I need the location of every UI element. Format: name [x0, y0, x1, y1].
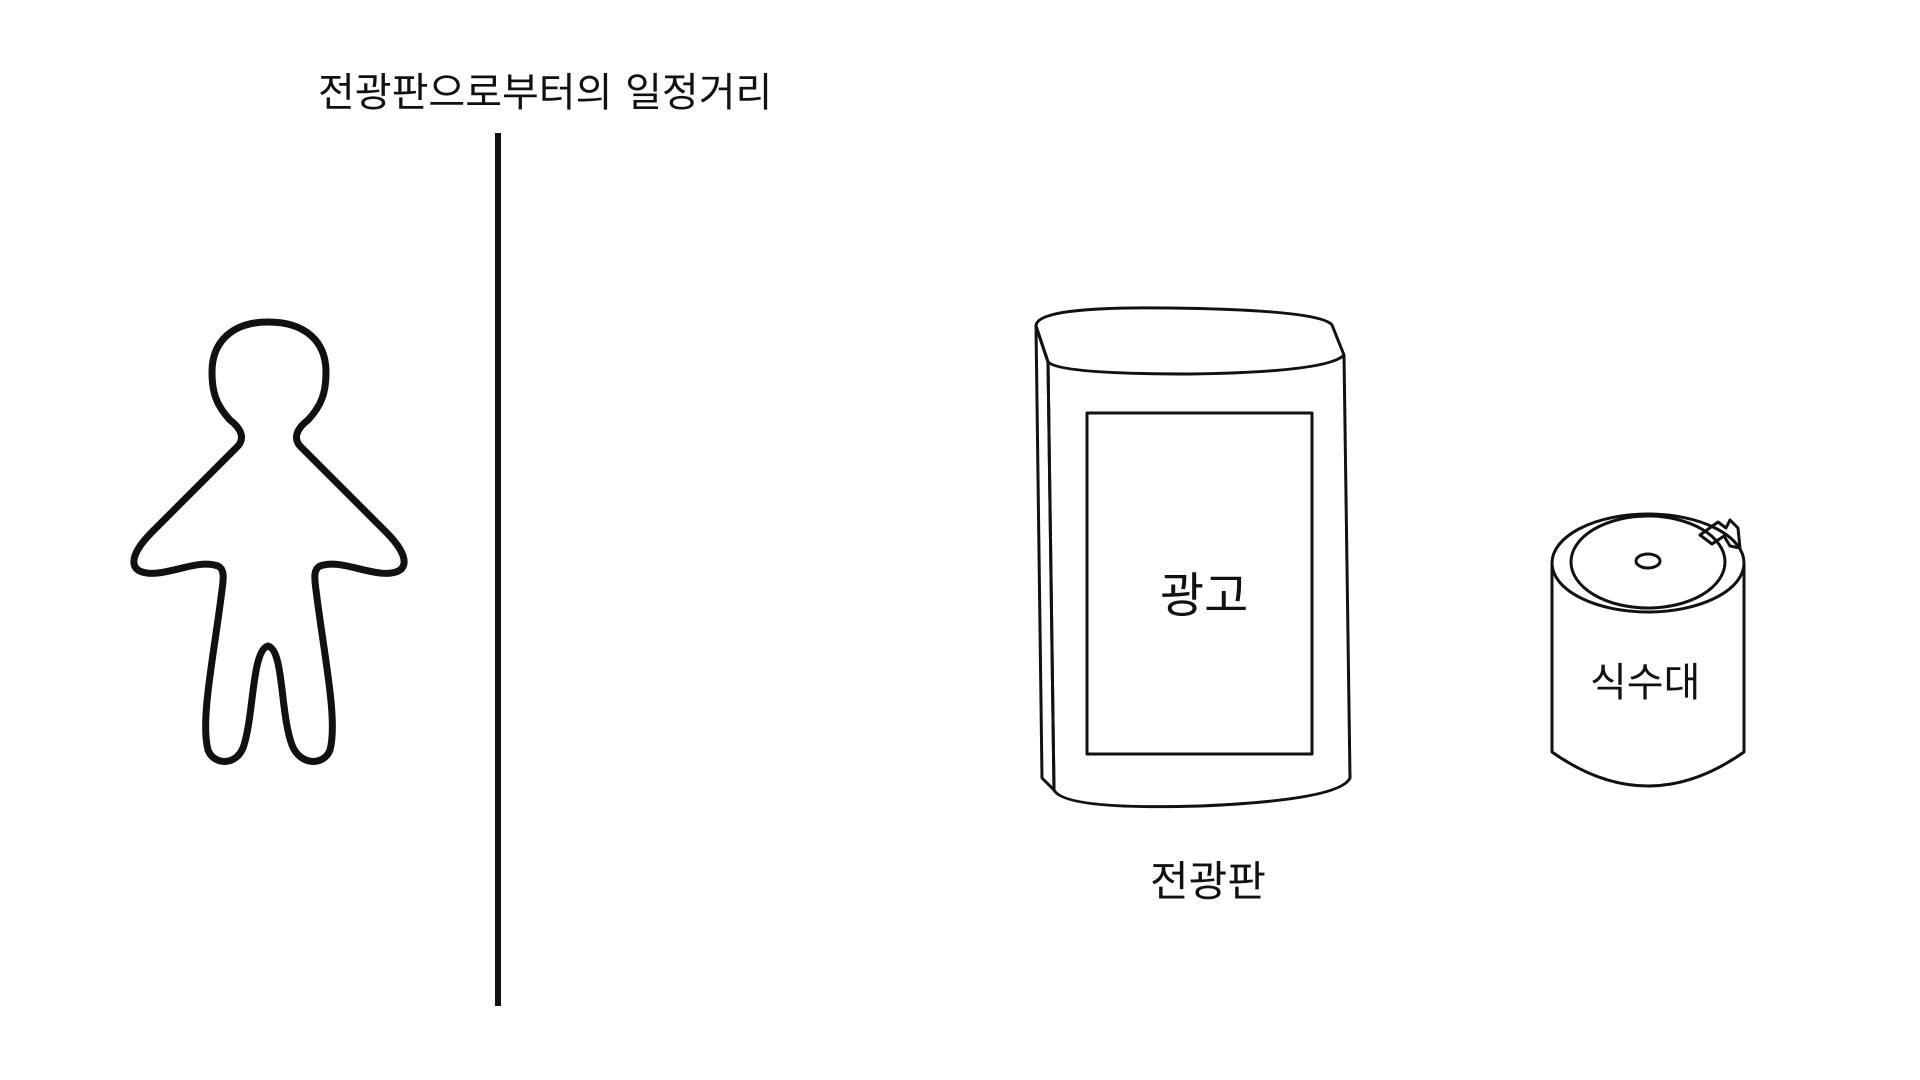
billboard-icon: [1034, 306, 1352, 809]
fountain-label: 식수대: [1590, 660, 1701, 706]
person-outline-icon: [130, 318, 408, 765]
ad-label: 광고: [1160, 568, 1249, 624]
distance-label: 전광판으로부터의 일정거리: [318, 70, 773, 116]
billboard-label: 전광판: [1150, 857, 1266, 906]
drinking-fountain-icon: [1550, 512, 1746, 788]
